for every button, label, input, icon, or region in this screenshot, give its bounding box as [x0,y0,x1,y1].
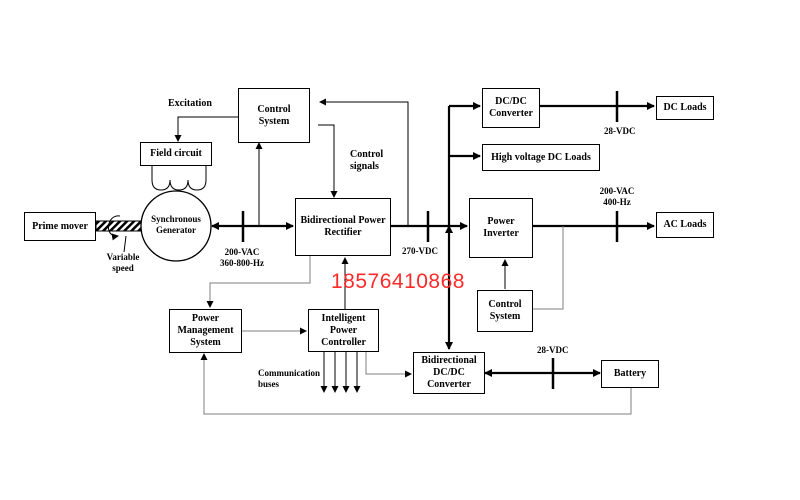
power-management-system-box: Power Management System [169,309,242,353]
intelligent-power-controller-box: Intelligent Power Controller [308,309,379,352]
bidirectional-dc-dc-converter-box: Bidirectional DC/DC Converter [413,352,485,394]
control-signals-label: Control signals [350,149,384,172]
dc-bus-label: 270-VDC [402,246,438,256]
ac-loads-voltage-label: 200-VAC 400-Hz [599,186,635,207]
battery-to-pms-arrow [200,353,632,415]
field-circuit-box: Field circuit [140,142,212,166]
ipc-to-bidir-dcdc-arrow [365,352,412,378]
ac-loads-box: AC Loads [656,212,714,238]
variable-speed-leader [123,235,127,253]
rectifier-to-pms-arrow [206,256,311,308]
watermark-text: 18576410868 [331,270,465,293]
battery-box: Battery [601,360,659,388]
dc-dc-converter-box: DC/DC Converter [482,88,540,128]
drive-shaft [95,220,143,232]
high-voltage-dc-loads-box: High voltage DC Loads [482,144,600,171]
ac-bus-label: 200-VAC 360-800-Hz [220,247,264,268]
dc-loads-box: DC Loads [656,96,714,120]
battery-voltage-label: 28-VDC [537,345,569,355]
dc-loads-voltage-label: 28-VDC [604,126,636,136]
variable-speed-label: Variable speed [106,252,140,273]
communication-buses-label: Communication buses [258,368,321,389]
dc-feedback-to-control-arrow [319,98,409,226]
excitation-label: Excitation [168,98,212,109]
synchronous-generator-label: Synchronous Generator [151,214,201,235]
field-coil-icon [151,166,207,191]
control-signals-arrow [318,124,338,198]
bidirectional-power-rectifier-box: Bidirectional Power Rectifier [295,198,391,256]
control-system-bottom-box: Control System [477,290,533,332]
prime-mover-box: Prime mover [24,212,96,241]
excitation-arrow [174,116,238,142]
control-system-top-box: Control System [238,88,310,143]
rotation-arrow-icon [108,215,121,241]
inverter-feedback-line [533,226,564,310]
power-inverter-box: Power Inverter [469,198,533,258]
